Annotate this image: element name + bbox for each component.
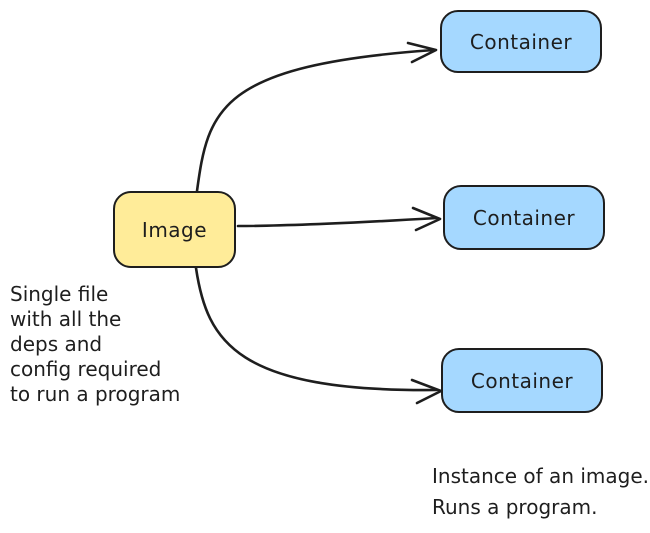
node-image[interactable]: Image xyxy=(113,191,236,268)
container-note: Instance of an image. Runs a program. xyxy=(432,461,649,523)
image-note: Single file with all the deps and config… xyxy=(10,282,180,407)
note-line: config required xyxy=(10,357,162,381)
note-line: to run a program xyxy=(10,382,181,406)
note-line: Instance of an image. xyxy=(432,464,650,488)
node-container-label: Container xyxy=(470,368,574,393)
node-image-label: Image xyxy=(141,217,208,242)
arrow-image-to-container-1[interactable] xyxy=(195,41,438,193)
node-container-1[interactable]: Container xyxy=(440,10,602,73)
note-line: Runs a program. xyxy=(432,495,598,519)
node-container-3[interactable]: Container xyxy=(441,348,603,413)
node-container-2[interactable]: Container xyxy=(443,185,605,250)
node-container-label: Container xyxy=(469,29,573,54)
node-container-label: Container xyxy=(472,205,576,230)
arrow-image-to-container-2[interactable] xyxy=(236,206,442,232)
note-line: deps and xyxy=(10,332,103,356)
arrow-image-to-container-3[interactable] xyxy=(194,266,443,405)
note-line: Single file xyxy=(10,282,109,306)
note-line: with all the xyxy=(10,307,122,331)
